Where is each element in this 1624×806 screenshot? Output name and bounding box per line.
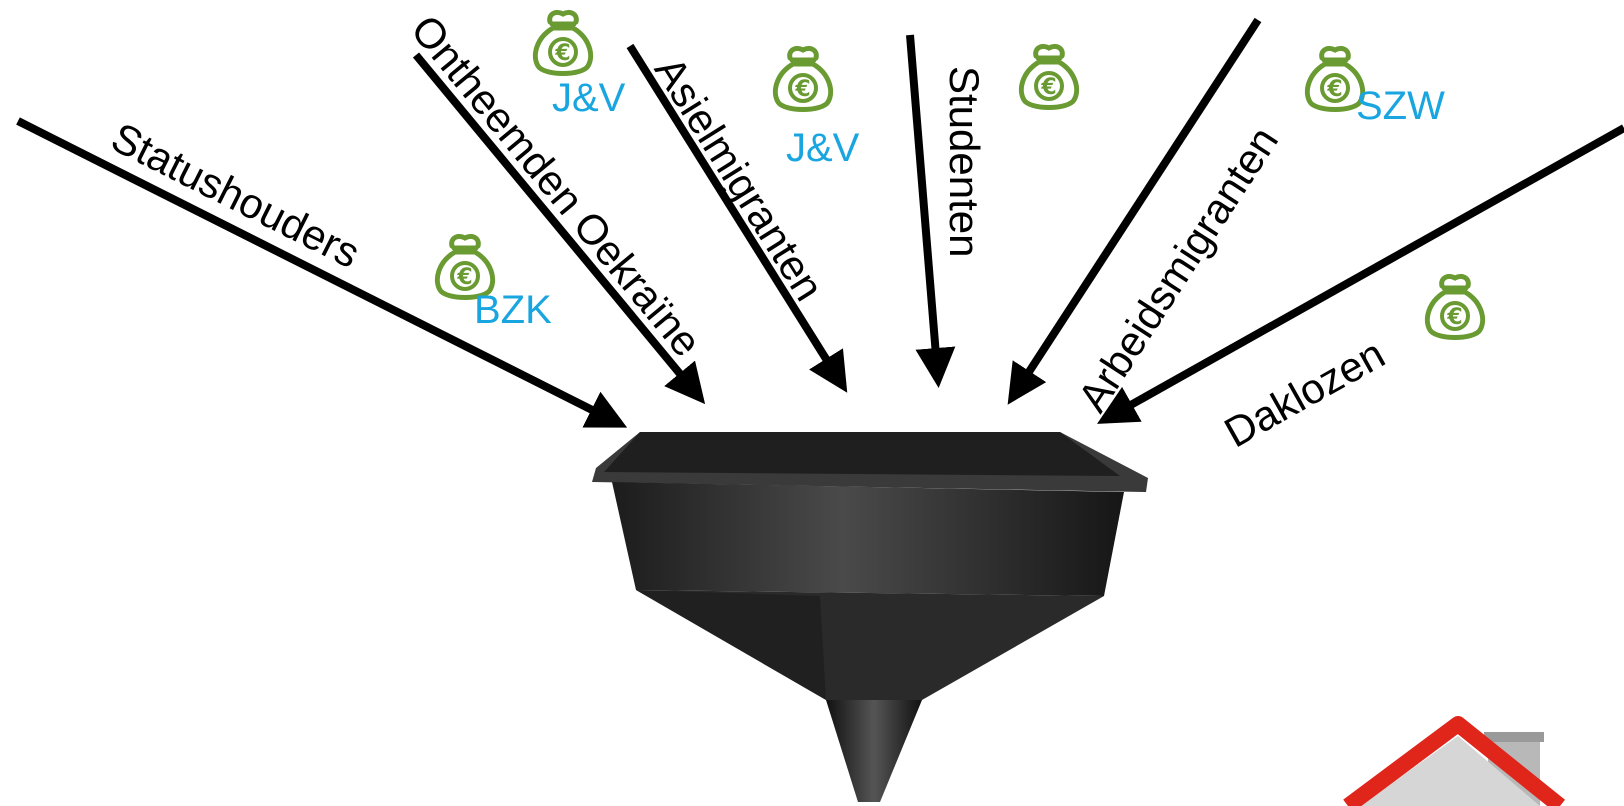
flow-label-studenten: Studenten bbox=[941, 66, 988, 258]
money-bag-euro-icon bbox=[1427, 276, 1482, 337]
arrow-studenten bbox=[906, 34, 956, 388]
flow-arrows bbox=[16, 17, 1624, 428]
money-bag-euro-icon bbox=[1307, 48, 1362, 109]
money-bag-euro-icon bbox=[775, 48, 830, 109]
money-bag-euro-icon bbox=[535, 12, 590, 73]
funnel-icon bbox=[592, 432, 1148, 802]
arrow-arbeidsmigranten bbox=[1007, 17, 1262, 405]
ministry-label-arbeidsmigranten: SZW bbox=[1356, 84, 1445, 128]
ministry-label-asielmigranten: J&V bbox=[786, 126, 860, 170]
arrow-daklozen bbox=[1097, 124, 1624, 424]
ministry-label-ontheemden: J&V bbox=[552, 76, 626, 120]
arrow-statushouders bbox=[16, 117, 628, 428]
money-bag-euro-icon bbox=[1021, 46, 1076, 107]
arrow-asielmigranten bbox=[626, 43, 848, 393]
ministry-label-statushouders: BZK bbox=[474, 288, 552, 332]
house-icon bbox=[1343, 716, 1566, 806]
arrow-ontheemden bbox=[412, 52, 706, 405]
